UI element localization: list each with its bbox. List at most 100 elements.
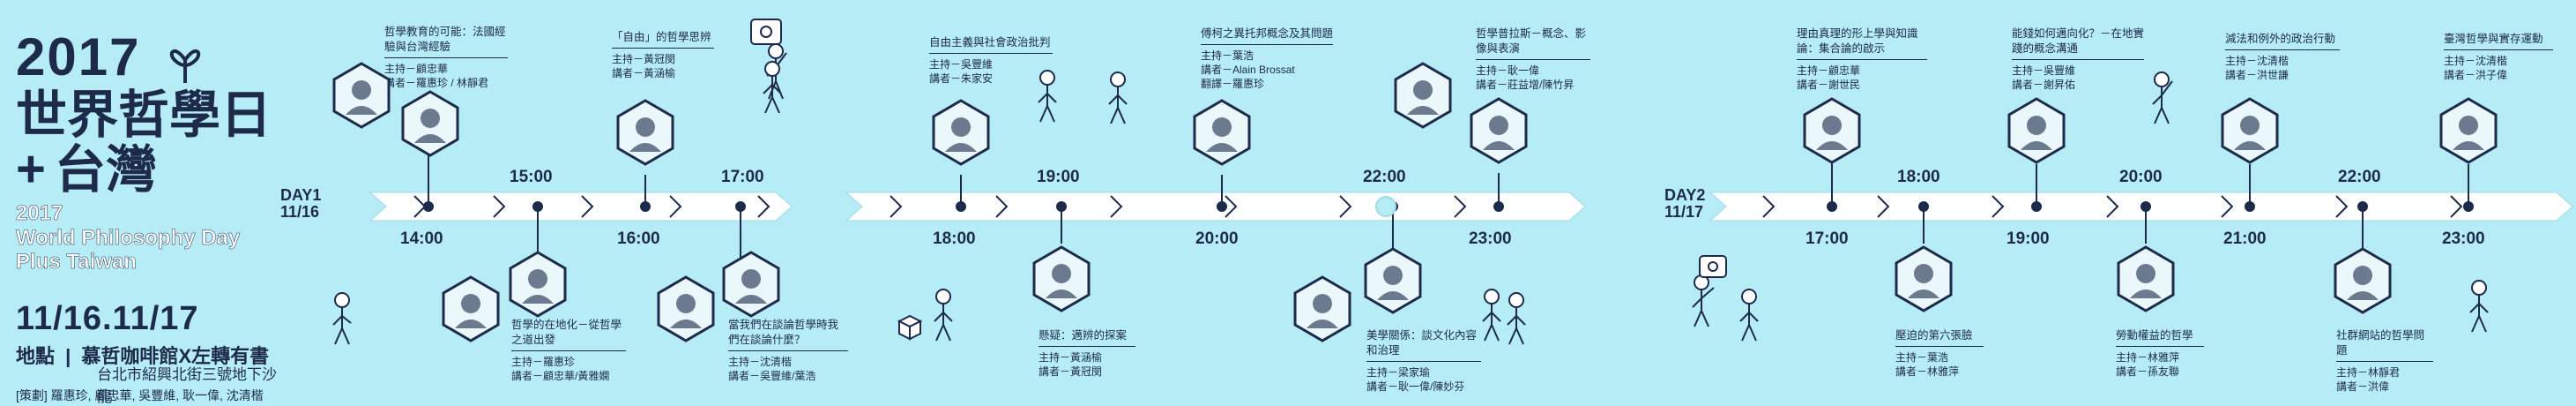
speaker-photo: [1032, 245, 1091, 312]
session-speaker: 講者－吳豐維/葉浩: [728, 369, 816, 382]
speaker-photo: [1803, 97, 1861, 164]
session-card: 社群網站的哲學問題 主持－林靜君 講者－洪偉: [2336, 328, 2433, 394]
session-card: 自由主義與社會政治批判 主持－吳豐維 講者－朱家安: [929, 35, 1053, 86]
session-speaker: 講者－羅惠珍 / 林靜君: [384, 76, 489, 89]
hour-label: 23:00: [1469, 229, 1512, 248]
hour-label: 20:00: [1195, 229, 1239, 248]
session-title: 當我們在談論哲學時我們在談論什麼？: [728, 318, 848, 351]
speaker-photo: [616, 99, 674, 166]
session-speaker: 講者－謝世民: [1797, 78, 1861, 91]
session-speaker: 講者－孫友聯: [2116, 365, 2180, 379]
session-card: 懸疑：邁辨的探案 主持－黃涵榆 講者－黃冠閔: [1039, 328, 1135, 379]
walking-figure-icon: [1038, 70, 1057, 123]
speaker-photo: [509, 251, 567, 318]
session-title: 壓迫的第六張臉: [1895, 328, 1984, 347]
event-dates: 11/16.11/17: [16, 300, 199, 337]
session-speaker: 講者－朱家安: [929, 72, 994, 86]
speaker-photo: [1193, 99, 1251, 166]
session-moderator: 主持－耿一偉: [1476, 64, 1540, 77]
session-card: 美學關係：談文化內容和治理 主持－梁家瑜 講者－耿一偉/陳妙芬: [1366, 328, 1481, 394]
hour-label: 18:00: [1897, 168, 1940, 186]
session-card: 哲學的在地化－從哲學之道出發 主持－羅惠珍 講者－顧忠華/黃雅嫻: [511, 318, 626, 383]
session-title: 能錢如何邁向化？－在地實踐的概念溝通: [2012, 26, 2144, 60]
session-title: 理由真理的形上學與知識論：集合論的啟示: [1797, 26, 1927, 60]
speaker-photo: [1895, 245, 1953, 312]
english-title-main: World Philosophy Day: [16, 225, 241, 250]
hour-label: 15:00: [510, 168, 553, 186]
venue-label: 地點: [16, 345, 56, 367]
session-moderator: 主持－沈清楷: [2225, 54, 2289, 67]
session-card: 臺灣哲學與實存運動 主持－沈清楷 講者－洪子偉: [2444, 32, 2553, 82]
session-card: 哲學教育的可能：法國經驗與台灣經驗 主持－顧忠華 講者－羅惠珍 / 林靜君: [384, 25, 508, 90]
walking-figure-icon: [1692, 274, 1715, 327]
session-speaker: 講者－洪子偉: [2444, 69, 2508, 82]
walking-figure-icon: [934, 289, 953, 342]
walking-figure-icon: [1482, 289, 1501, 342]
timeline-arrow-segment: [369, 192, 793, 222]
plus-glyph: +: [16, 140, 46, 198]
session-moderator: 主持－葉浩: [1895, 350, 1949, 364]
session-card: 減法和例外的政治行動 主持－沈清楷 講者－洪世謙: [2225, 32, 2340, 82]
planning-credits: [策劃] 羅惠珍, 顧忠華, 吳豐維, 耿一偉, 沈清楷: [16, 388, 264, 402]
speaker-photo: [2439, 97, 2498, 164]
session-card: 壓迫的第六張臉 主持－葉浩 講者－林雅萍: [1895, 328, 1984, 379]
hour-label: 16:00: [617, 229, 660, 248]
speaker-photo: [442, 275, 500, 342]
event-header: 2017 世界哲學日 + 台灣 2017 World Philosophy Da…: [16, 12, 289, 405]
speaker-photo: [722, 251, 780, 318]
english-title-sub: Plus Taiwan: [16, 250, 137, 274]
hour-label: 17:00: [721, 168, 764, 186]
session-speaker: 講者－耿一偉/陳妙芬: [1366, 380, 1465, 393]
day1-label-day: DAY1: [280, 186, 322, 204]
session-speaker: 講者－林雅萍: [1895, 365, 1960, 379]
walking-figure-icon: [2152, 71, 2173, 124]
session-title: 自由主義與社會政治批判: [929, 35, 1053, 54]
session-title: 社群網站的哲學問題: [2336, 328, 2433, 362]
event-year: 2017: [16, 27, 141, 86]
session-moderator: 主持－沈清楷: [2444, 54, 2508, 67]
day1-label-date: 11/16: [280, 202, 320, 221]
speaker-photo: [401, 90, 459, 157]
timeline-arrow-segment: [845, 192, 1586, 222]
session-title: 哲學普拉斯－概念、影像與表演: [1476, 26, 1590, 60]
session-speaker: 講者－洪世謙: [2225, 69, 2289, 82]
session-title: 哲學的在地化－從哲學之道出發: [511, 318, 626, 351]
session-moderator: 主持－沈清楷: [728, 355, 793, 368]
session-translator: 翻譯－羅惠珍: [1201, 78, 1265, 91]
venue-name: 慕哲咖啡館X左轉有書: [81, 345, 270, 367]
day2-label-day: DAY2: [1664, 186, 1706, 204]
session-speaker: 講者－Alain Brossat: [1201, 64, 1295, 77]
session-card: 勞動權益的哲學 主持－林雅萍 講者－孫友聯: [2116, 328, 2204, 379]
session-moderator: 主持－顧忠華: [1797, 64, 1861, 77]
hour-label: 19:00: [1037, 168, 1080, 186]
hour-label: 20:00: [2119, 168, 2163, 186]
session-moderator: 主持－黃冠閔: [612, 52, 676, 65]
walking-figure-icon: [763, 61, 782, 114]
session-moderator: 主持－黃涵榆: [1039, 350, 1103, 364]
speaker-photo: [1394, 62, 1452, 129]
session-moderator: 主持－顧忠華: [384, 62, 449, 75]
english-title-year: 2017: [16, 201, 63, 225]
speaker-photo: [2117, 245, 2175, 312]
session-moderator: 主持－葉浩: [1201, 49, 1254, 62]
infinity-logo-icon: [169, 49, 201, 83]
chat-balloon-icon: [750, 19, 782, 45]
session-speaker: 講者－謝昇佑: [2012, 78, 2076, 91]
hour-label: 18:00: [933, 229, 976, 248]
event-title-line2: 台灣: [55, 141, 158, 199]
session-moderator: 主持－羅惠珍: [511, 355, 576, 368]
hour-label: 22:00: [2338, 168, 2381, 186]
speaker-photo: [1470, 97, 1528, 164]
speaker-photo: [2221, 97, 2279, 164]
cube-icon: [897, 314, 923, 341]
hour-label: 22:00: [1363, 168, 1406, 186]
day1-label: DAY1 11/16: [280, 187, 321, 221]
chat-balloon-icon: [1699, 255, 1727, 278]
hour-label: 17:00: [1805, 229, 1849, 248]
speaker-photo: [332, 62, 391, 129]
walking-figure-icon: [2469, 280, 2489, 333]
session-speaker: 講者－黃涵榆: [612, 67, 676, 80]
session-card: 「自由」的哲學思辨 主持－黃冠閔 講者－黃涵榆: [612, 30, 714, 80]
session-title: 哲學教育的可能：法國經驗與台灣經驗: [384, 25, 508, 58]
